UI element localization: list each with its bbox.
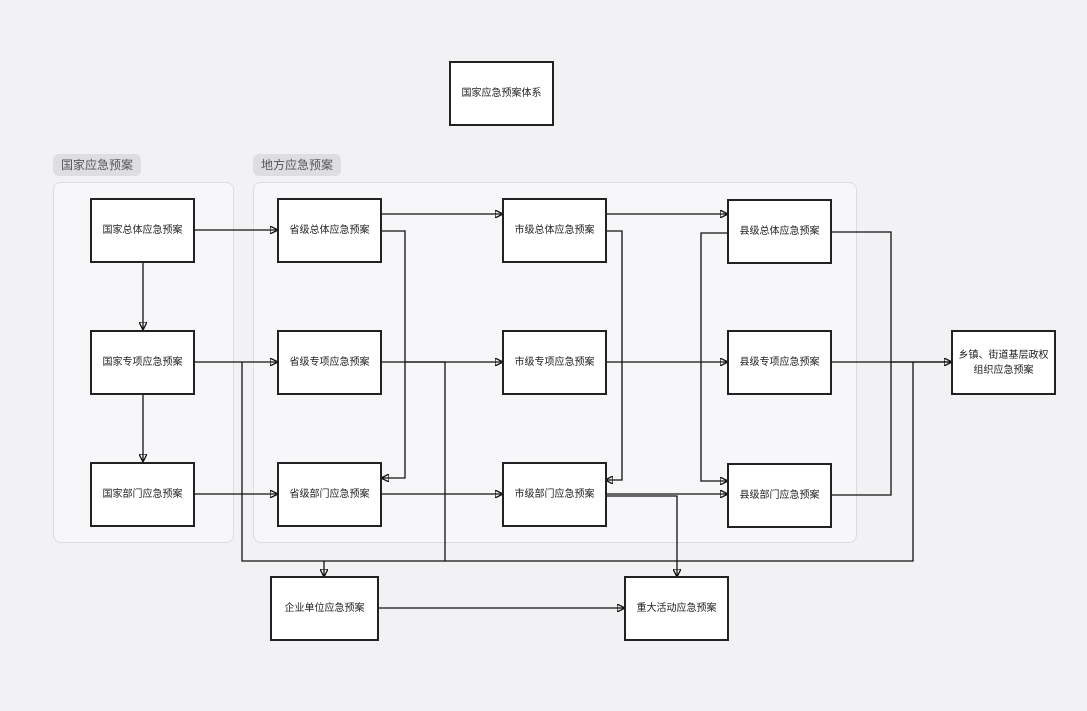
edge-city-general-to-city-dept xyxy=(606,230,623,480)
node-province-general-plan[interactable]: 省级总体应急预案 xyxy=(277,198,382,263)
edge-county-general-to-town xyxy=(831,231,951,363)
node-national-special-plan[interactable]: 国家专项应急预案 xyxy=(90,330,195,395)
node-label-line2: 组织应急预案 xyxy=(973,364,1034,376)
node-province-special-plan[interactable]: 省级专项应急预案 xyxy=(277,330,382,395)
local-plan-group-label: 地方应急预案 xyxy=(253,154,342,176)
node-city-special-plan[interactable]: 市级专项应急预案 xyxy=(502,330,607,395)
node-label: 县级部门应急预案 xyxy=(739,490,820,501)
node-label: 企业单位应急预案 xyxy=(284,603,365,614)
node-label: 国家部门应急预案 xyxy=(102,489,183,500)
node-label: 重大活动应急预案 xyxy=(636,603,717,614)
node-county-dept-plan[interactable]: 县级部门应急预案 xyxy=(727,463,832,528)
node-label-line1: 乡镇、街道基层政权 xyxy=(958,349,1049,361)
node-label: 省级总体应急预案 xyxy=(289,225,370,236)
edge-county-dept-to-town xyxy=(831,362,892,496)
edge-city-dept-to-major-event xyxy=(606,495,677,576)
node-city-general-plan[interactable]: 市级总体应急预案 xyxy=(502,198,607,263)
node-major-event-plan[interactable]: 重大活动应急预案 xyxy=(624,576,729,641)
node-county-special-plan[interactable]: 县级专项应急预案 xyxy=(727,330,832,395)
node-label: 省级专项应急预案 xyxy=(289,357,370,368)
edge-prov-general-to-prov-dept xyxy=(382,230,406,478)
node-province-dept-plan[interactable]: 省级部门应急预案 xyxy=(277,462,382,527)
edge-prov-special-to-enterprise xyxy=(324,361,446,562)
national-plan-group-label: 国家应急预案 xyxy=(53,154,142,176)
edge-bottom-bus-to-town xyxy=(445,362,914,562)
diagram-title-box: 国家应急预案体系 xyxy=(449,61,554,126)
node-label: 市级总体应急预案 xyxy=(514,225,595,236)
edge-county-general-left-to-county-dept xyxy=(700,232,727,481)
node-enterprise-plan[interactable]: 企业单位应急预案 xyxy=(270,576,379,641)
node-label: 省级部门应急预案 xyxy=(289,489,370,500)
node-city-dept-plan[interactable]: 市级部门应急预案 xyxy=(502,462,607,527)
node-label: 国家总体应急预案 xyxy=(102,225,183,236)
node-county-general-plan[interactable]: 县级总体应急预案 xyxy=(727,199,832,264)
node-national-dept-plan[interactable]: 国家部门应急预案 xyxy=(90,462,195,527)
node-label: 国家专项应急预案 xyxy=(102,357,183,368)
node-national-general-plan[interactable]: 国家总体应急预案 xyxy=(90,198,195,263)
node-label: 市级专项应急预案 xyxy=(514,357,595,368)
node-label: 县级专项应急预案 xyxy=(739,357,820,368)
diagram-title: 国家应急预案体系 xyxy=(461,88,542,99)
node-town-street-plan[interactable]: 乡镇、街道基层政权 组织应急预案 xyxy=(951,330,1056,395)
node-label: 市级部门应急预案 xyxy=(514,489,595,500)
node-label: 县级总体应急预案 xyxy=(739,226,820,237)
edge-nat-special-to-enterprise xyxy=(241,362,324,576)
